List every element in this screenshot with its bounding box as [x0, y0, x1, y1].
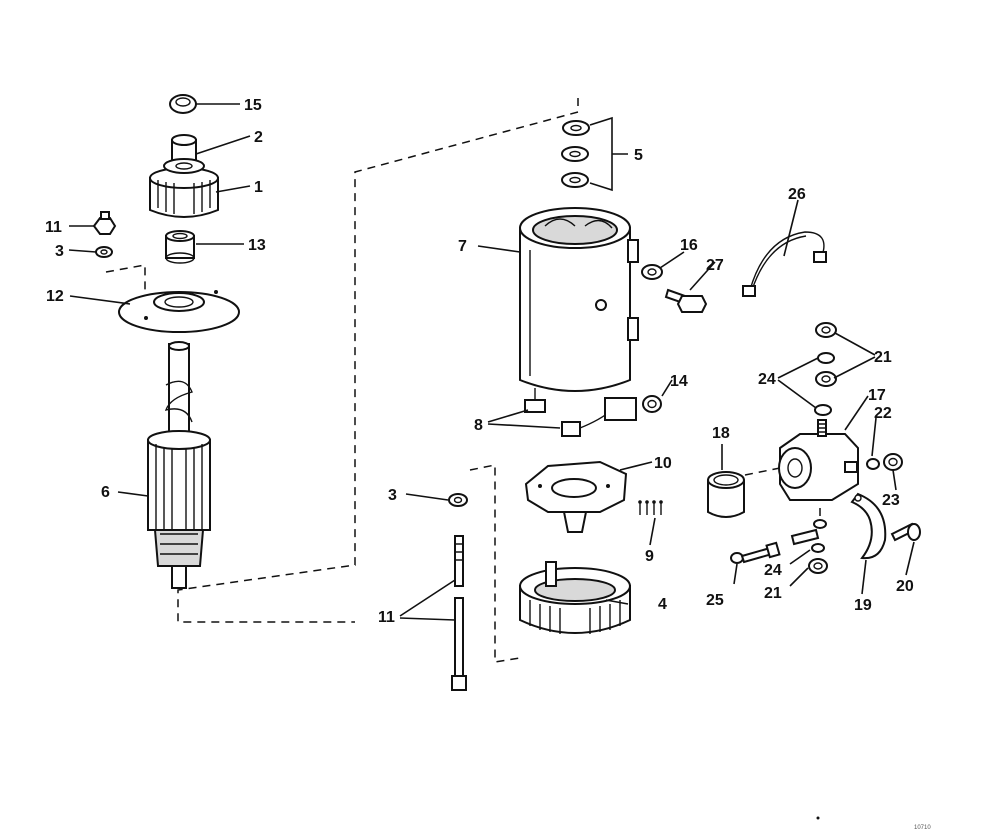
callout-labels: 15 2 1 11 3 13 12 6 5 7 8 14 16 27 10 9 … [45, 97, 914, 626]
callout-19: 19 [854, 597, 872, 614]
callout-12: 12 [46, 288, 64, 305]
part-bracket-19 [850, 492, 887, 560]
leader-lines [68, 103, 915, 621]
callout-11-center: 11 [378, 609, 395, 626]
callout-17: 17 [868, 387, 886, 404]
callout-4: 4 [658, 596, 667, 613]
part-screw-20 [890, 522, 921, 542]
stray-mark [816, 816, 820, 820]
callout-21-top: 21 [874, 349, 892, 366]
part-nut-23 [883, 453, 903, 471]
part-springs-9 [638, 500, 663, 515]
callout-2: 2 [254, 129, 263, 146]
part-through-bolts-11 [451, 535, 467, 691]
callout-21-bottom: 21 [764, 585, 782, 602]
callout-16: 16 [680, 237, 698, 254]
part-solenoid-17 [778, 419, 859, 501]
callout-22: 22 [874, 405, 892, 422]
callout-8: 8 [474, 417, 483, 434]
part-washer-22 [866, 458, 880, 470]
part-frame-housing-7 [519, 207, 639, 392]
callout-13: 13 [248, 237, 266, 254]
part-terminal-14 [642, 395, 662, 413]
part-bushing-13 [165, 230, 195, 264]
part-drive-assembly-1 [149, 158, 219, 218]
part-washers-5 [561, 120, 590, 188]
callout-24-bottom: 24 [764, 562, 782, 579]
callout-24-top: 24 [758, 371, 776, 388]
part-nuts-washers-top [814, 322, 837, 416]
part-end-cap-4 [519, 561, 631, 634]
callout-3-left: 3 [55, 243, 64, 260]
assembly-guide-lines [105, 98, 821, 663]
callout-3-center: 3 [388, 487, 397, 504]
part-armature-6 [147, 341, 211, 589]
corner-stamp: 10710 [914, 825, 931, 831]
part-terminal-stud-25 [730, 528, 820, 564]
callout-6: 6 [101, 484, 110, 501]
part-bolt-27 [664, 288, 708, 313]
callout-10: 10 [654, 455, 672, 472]
callout-20: 20 [896, 578, 914, 595]
callout-25: 25 [706, 592, 724, 609]
part-washer-16 [641, 264, 663, 280]
callout-15: 15 [244, 97, 262, 114]
callout-14: 14 [670, 373, 688, 390]
part-nuts-washers-bottom [808, 519, 828, 574]
callout-18: 18 [712, 425, 730, 442]
callout-1: 1 [254, 179, 263, 196]
part-nut-11-left [92, 211, 117, 235]
part-boot-18 [707, 471, 745, 518]
part-washer-3-center [448, 493, 468, 507]
part-nut-15 [169, 94, 197, 114]
part-washer-3-left [95, 246, 113, 258]
callout-27: 27 [706, 257, 724, 274]
callout-7: 7 [458, 238, 467, 255]
callout-23: 23 [882, 492, 900, 509]
callout-11-left: 11 [45, 219, 62, 236]
part-brush-leads-8 [524, 388, 637, 437]
callout-5: 5 [634, 147, 643, 164]
callout-26: 26 [788, 186, 806, 203]
callout-9: 9 [645, 548, 654, 565]
part-cable-26 [742, 231, 827, 297]
part-brush-plate-10 [524, 460, 628, 533]
part-plate-12 [118, 290, 240, 333]
